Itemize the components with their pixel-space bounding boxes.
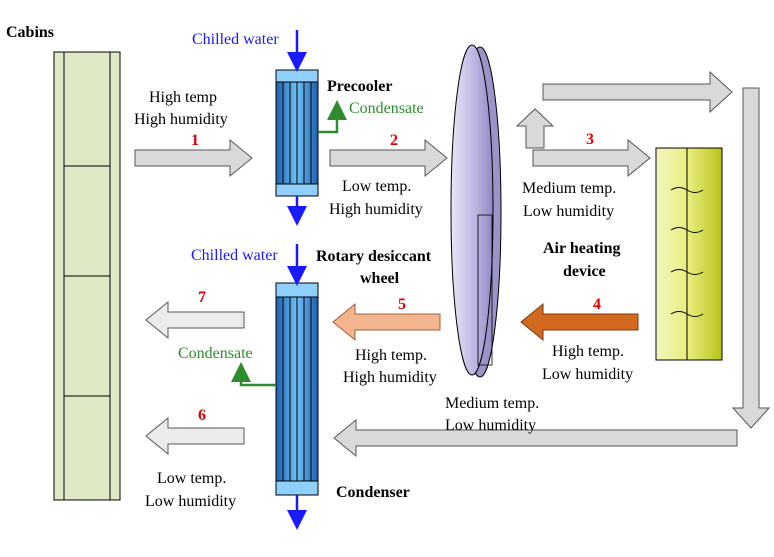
condenser-exchanger — [275, 282, 319, 496]
stream-4-humidity: Low humidity — [542, 366, 633, 383]
stream-2-temp: Low temp. — [342, 178, 411, 195]
arrow-stream-3 — [532, 138, 651, 178]
condensate-bottom-label: Condensate — [178, 345, 253, 362]
air-heating-label-2: device — [563, 263, 606, 280]
stream-2-number: 2 — [390, 132, 398, 149]
condenser-label: Condenser — [336, 484, 410, 501]
arrow-stream-2 — [329, 138, 448, 178]
stream-3-humidity: Low humidity — [523, 203, 614, 220]
rotary-desiccant-wheel — [450, 44, 502, 378]
stream-6-humidity: Low humidity — [145, 493, 236, 510]
arrow-stream-6 — [145, 416, 245, 456]
rotary-wheel-label-2: wheel — [360, 270, 400, 287]
arrow-branch-up — [515, 108, 555, 149]
arrow-stream-7 — [145, 300, 245, 340]
arrow-stream-4 — [520, 302, 639, 342]
stream-4-temp: High temp. — [552, 343, 624, 360]
precooler-exchanger — [275, 69, 319, 197]
precooler-label: Precooler — [327, 78, 392, 95]
arrow-stream-5 — [332, 302, 441, 342]
arrow-top-right — [542, 70, 733, 114]
stream-4-number: 4 — [593, 296, 601, 313]
chilled-water-bottom-label: Chilled water — [191, 247, 278, 264]
stream-5-number: 5 — [398, 296, 406, 313]
air-heating-device — [655, 147, 723, 361]
stream-3-number: 3 — [586, 131, 594, 148]
stream-1-temp: High temp — [149, 89, 217, 106]
return-stream-temp: Medium temp. — [445, 395, 539, 412]
stream-3-temp: Medium temp. — [522, 180, 616, 197]
stream-1-humidity: High humidity — [134, 111, 228, 128]
condensate-out-bottom — [231, 362, 276, 387]
air-heating-label-1: Air heating — [543, 240, 620, 257]
return-stream-humidity: Low humidity — [445, 417, 536, 434]
stream-5-humidity: High humidity — [343, 369, 437, 386]
stream-6-number: 6 — [198, 407, 206, 424]
stream-1-number: 1 — [191, 132, 199, 149]
arrow-stream-1 — [134, 138, 253, 178]
stream-2-humidity: High humidity — [329, 201, 423, 218]
cabins-label: Cabins — [6, 24, 54, 41]
rotary-wheel-label-1: Rotary desiccant — [316, 248, 432, 265]
chilled-water-top-label: Chilled water — [192, 31, 279, 48]
arrow-return-left — [333, 418, 738, 458]
arrow-right-down — [731, 87, 771, 429]
condensate-top-label: Condensate — [349, 100, 424, 117]
stream-7-number: 7 — [198, 289, 206, 306]
stream-5-temp: High temp. — [355, 347, 427, 364]
stream-6-temp: Low temp. — [157, 470, 226, 487]
condensate-out-top — [318, 100, 347, 134]
cabins-block — [53, 51, 121, 501]
